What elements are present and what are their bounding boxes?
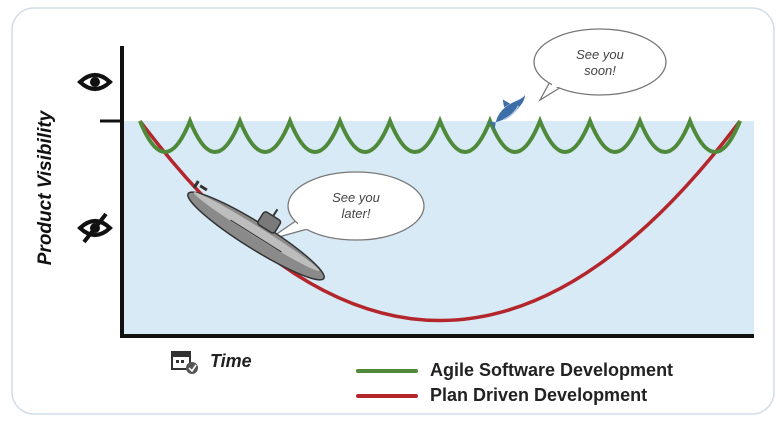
legend-label-agile: Agile Software Development [430,360,674,380]
legend-label-plan: Plan Driven Development [430,385,648,405]
submarine-illustration [187,180,325,281]
calendar-clock-icon [171,351,198,374]
dolphin-illustration [486,95,526,132]
legend-item-plan: Plan Driven Development [356,383,673,408]
agile-curve [138,115,742,154]
eye-slash-icon [77,212,113,244]
legend-item-agile: Agile Software Development [356,358,673,383]
submarine-speech-bubble [267,171,425,241]
legend: Agile Software Development Plan Driven D… [356,358,673,408]
dolphin-speech-bubble [533,28,667,102]
eye-icon [77,73,113,91]
x-axis-label: Time [210,351,252,371]
y-axis-label: Product Visibility [35,110,56,266]
legend-swatch-plan [356,393,418,398]
legend-swatch-agile [356,368,418,373]
